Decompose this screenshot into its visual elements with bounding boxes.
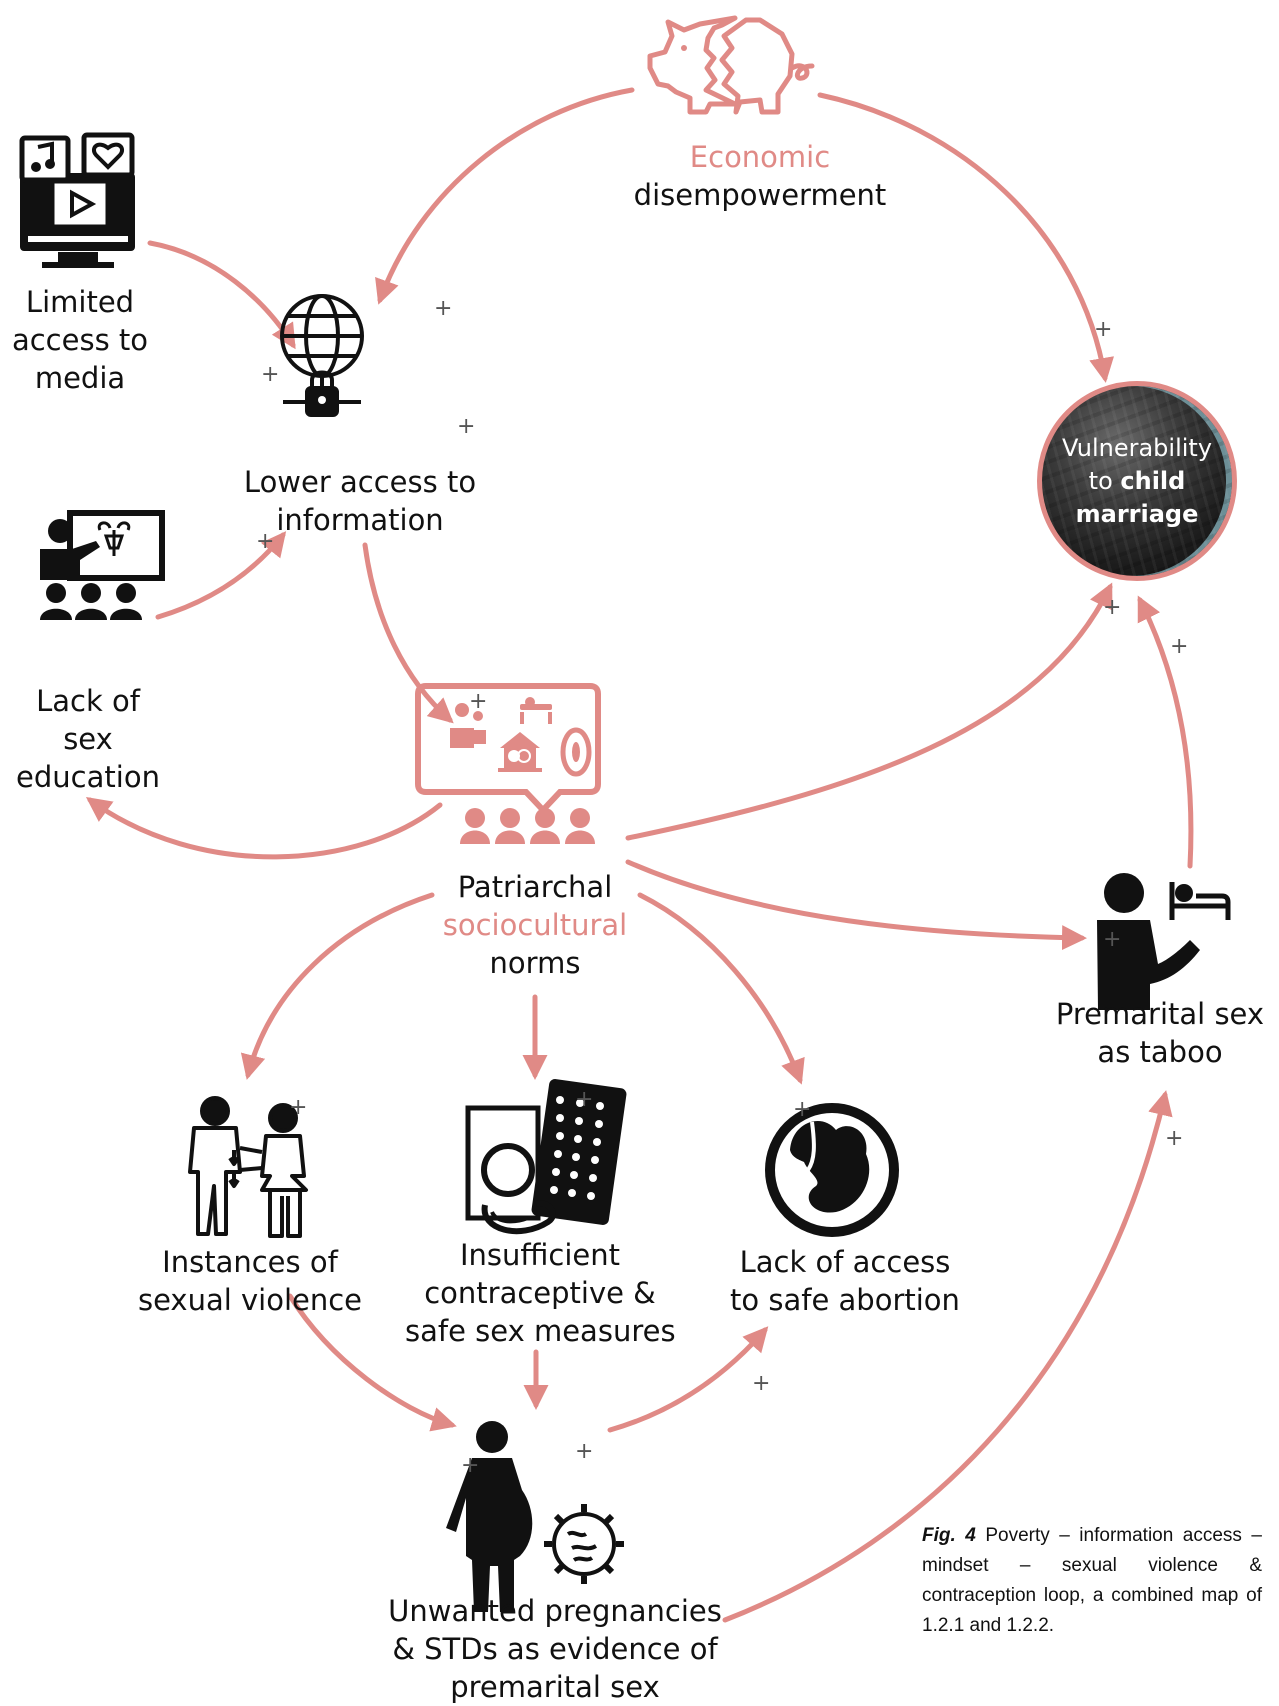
economic-word: Economic [689, 140, 831, 174]
arrow-pregnancy-to-abortion [607, 1326, 769, 1433]
virus-icon [544, 1504, 624, 1584]
sociocultural-word: sociocultural [442, 908, 628, 942]
premarital-taboo-label: Premarital sex as taboo [1045, 995, 1275, 1071]
plus-sign: + [752, 1371, 770, 1396]
plus-sign: + [256, 529, 274, 554]
plus-sign: + [457, 414, 475, 439]
parent-bed-icon [1097, 873, 1231, 1010]
label-line: Lack of access [739, 1245, 951, 1279]
label-line: sex [63, 722, 113, 756]
label-line: education [16, 760, 160, 794]
contraceptive-label: Insufficient contraceptive & safe sex me… [405, 1236, 676, 1350]
broken-piggy-bank-icon [647, 15, 815, 115]
unwanted-pregnancies-label: Unwanted pregnancies & STDs as evidence … [385, 1592, 725, 1706]
label-line: & STDs as evidence of [392, 1632, 718, 1666]
plus-sign: + [793, 1097, 811, 1122]
disempowerment-word: disempowerment [633, 178, 887, 212]
plus-sign: + [461, 1453, 479, 1478]
vulnerability-word: Vulnerability [1061, 434, 1213, 462]
label-line: to safe abortion [730, 1283, 960, 1317]
plus-sign: + [1165, 1126, 1183, 1151]
classroom-teacher-icon [40, 510, 165, 620]
norms-word: norms [489, 946, 581, 980]
speech-bubble-norms-icon [415, 683, 601, 815]
label-line: access to [11, 323, 149, 357]
label-line: media [34, 361, 126, 395]
label-line: safe sex measures [405, 1314, 676, 1348]
figure-number: Fig. 4 [922, 1525, 976, 1546]
arrow-sexed-to-information [155, 531, 287, 620]
label-line: Limited [25, 285, 135, 319]
arrow-premarital-to-vulnerability [1137, 595, 1194, 869]
economic-disempowerment-label: Economic disempowerment [610, 138, 910, 214]
arrow-violence-to-pregnancy [287, 1293, 457, 1432]
label-line: Lower access to [243, 465, 477, 499]
contraceptive-pills-icon [465, 1079, 627, 1235]
media-monitor-icon [19, 132, 135, 268]
label-line: Premarital sex [1055, 997, 1265, 1031]
label-line: information [276, 503, 444, 537]
arrow-patriarchal-to-abortion [637, 892, 805, 1085]
figure-caption: Fig. 4 Poverty – information access – mi… [922, 1521, 1262, 1641]
photo-texture [1042, 386, 1232, 576]
label-line: sexual violence [137, 1283, 363, 1317]
patriarchal-word: Patriarchal [457, 870, 613, 904]
safe-abortion-label: Lack of access to safe abortion [720, 1243, 970, 1319]
plus-sign: + [575, 1087, 593, 1112]
arrow-media-to-information [147, 240, 296, 350]
sexual-violence-icon [188, 1096, 308, 1238]
plus-sign: + [469, 689, 487, 714]
limited-media-label: Limited access to media [0, 283, 160, 397]
arrow-patriarchal-to-violence [240, 892, 435, 1080]
locked-globe-icon [280, 294, 364, 417]
plus-sign: + [1103, 595, 1121, 620]
vulnerability-label: Vulnerability to child marriage [1042, 432, 1232, 531]
plus-sign: + [434, 296, 452, 321]
plus-sign: + [1094, 317, 1112, 342]
arrow-information-to-patriarchal [362, 542, 454, 724]
label-line: contraceptive & [424, 1276, 656, 1310]
arrow-economic-to-information [375, 87, 635, 305]
plus-sign: + [575, 1439, 593, 1464]
caption-text: Poverty – information access – mindset –… [922, 1525, 1262, 1636]
label-line: as taboo [1097, 1035, 1223, 1069]
plus-sign: + [1103, 927, 1121, 952]
fetus-womb-icon [765, 1103, 899, 1237]
sexual-violence-label: Instances of sexual violence [125, 1243, 375, 1319]
plus-sign: + [289, 1095, 307, 1120]
arrow-patriarchal-to-vulnerability [625, 582, 1113, 841]
plus-sign: + [261, 362, 279, 387]
marriage-word: marriage [1075, 500, 1199, 528]
child-word: child [1120, 467, 1186, 495]
arrow-pregnancy-to-premarital [722, 1090, 1173, 1623]
label-line: Instances of [162, 1245, 338, 1279]
pregnant-woman-icon [446, 1421, 533, 1612]
label-line: Lack of [36, 684, 140, 718]
arrow-patriarchal-to-premarital [625, 859, 1087, 951]
label-line: Insufficient [459, 1238, 621, 1272]
label-line: premarital sex [450, 1670, 660, 1704]
label-line: Unwanted pregnancies [388, 1594, 722, 1628]
to-word: to [1088, 467, 1113, 495]
people-group-icon [460, 808, 595, 844]
lower-information-label: Lower access to information [240, 463, 480, 539]
plus-sign: + [1170, 634, 1188, 659]
sex-education-label: Lack of sex education [8, 682, 168, 796]
arrow-economic-to-vulnerability [817, 92, 1114, 383]
arrow-patriarchal-to-sexed [85, 797, 443, 860]
patriarchal-norms-label: Patriarchal sociocultural norms [400, 868, 670, 982]
vulnerability-child-marriage-circle: Vulnerability to child marriage [1037, 381, 1237, 581]
